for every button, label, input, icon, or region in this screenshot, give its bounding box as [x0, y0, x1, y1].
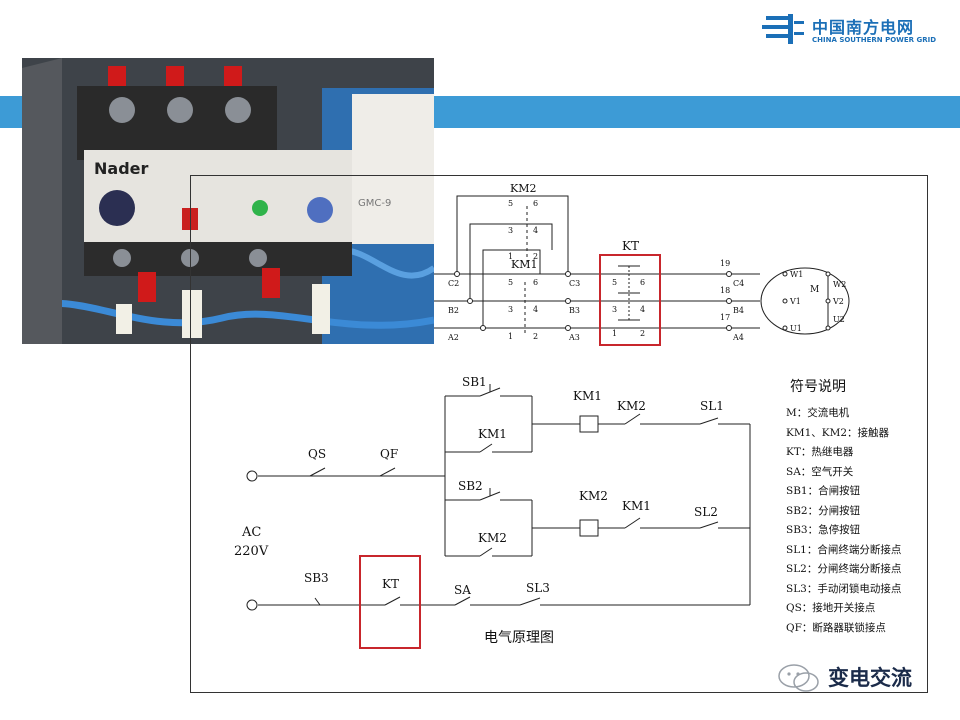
terminal-b3: B3	[569, 306, 580, 315]
legend-item-qf: QF：断路器联锁接点	[786, 621, 886, 634]
terminal-a3: A3	[568, 333, 580, 342]
km2-contact-2: 2	[533, 252, 538, 261]
terminal-a4: A4	[732, 333, 744, 342]
km2-nc-label: KM2	[617, 399, 646, 413]
terminal-c3: C3	[569, 279, 580, 288]
sb3-label: SB3	[304, 571, 329, 585]
legend-item-qs: QS：接地开关接点	[786, 602, 876, 614]
kt-contact-1: 1	[612, 329, 617, 338]
kt-contact-2: 2	[640, 329, 645, 338]
qf-label: QF	[380, 447, 398, 461]
qs-label: QS	[308, 447, 326, 461]
legend-item-km: KM1、KM2：接触器	[786, 426, 890, 439]
kt-contact-3: 3	[612, 305, 617, 314]
km2-contact-4: 4	[533, 226, 538, 235]
watermark-text: 变电交流	[828, 666, 912, 690]
legend-title: 符号说明	[790, 379, 846, 395]
km1-contact-3: 3	[508, 305, 513, 314]
terminal-c4: C4	[733, 279, 744, 288]
legend-item-m: M：交流电机	[786, 407, 850, 419]
kt-contact-5: 5	[612, 278, 617, 287]
km2-contact-3: 3	[508, 226, 513, 235]
terminal-a2: A2	[447, 333, 459, 342]
legend-item-sl1: SL1：合闸终端分断接点	[786, 543, 902, 556]
legend-item-kt: KT：热继电器	[786, 446, 854, 458]
kt-label: KT	[622, 239, 639, 253]
kt-contact-6: 6	[640, 278, 645, 287]
km2-hold-label: KM2	[478, 531, 507, 545]
sa-label: SA	[454, 583, 471, 597]
logo-chinese-text: 中国南方电网	[812, 18, 915, 37]
km1-contact-5: 5	[508, 278, 513, 287]
kt-contact-4: 4	[640, 305, 645, 314]
wechat-icon	[778, 664, 819, 692]
motor-w2: W2	[833, 280, 846, 289]
motor-v2: V2	[832, 297, 844, 306]
kt-highlight-control	[359, 555, 421, 649]
wire-number-19: 19	[720, 259, 730, 268]
kt-highlight-main	[599, 254, 661, 346]
km1-contact-4: 4	[533, 305, 538, 314]
km1-contact-2: 2	[533, 332, 538, 341]
km1-hold-label: KM1	[478, 427, 507, 441]
symbol-legend: 符号说明 M：交流电机 KM1、KM2：接触器 KT：热继电器 SA：空气开关 …	[786, 376, 901, 638]
km2-contact-5: 5	[508, 199, 513, 208]
ac-label: AC	[241, 525, 261, 540]
legend-item-sl3: SL3：手动闭锁电动接点	[786, 582, 902, 595]
motor-v1: V1	[789, 297, 801, 306]
sb1-label: SB1	[462, 375, 487, 389]
motor-u1: U1	[790, 324, 802, 333]
km1-coil-label: KM1	[573, 389, 602, 403]
contactor-model: GMC-9	[358, 198, 391, 209]
km2-contact-1: 1	[508, 252, 513, 261]
logo-english-text: CHINA SOUTHERN POWER GRID	[812, 36, 937, 44]
relay-photo: Nader GMC-9	[22, 58, 434, 344]
sb2-label: SB2	[458, 479, 483, 493]
legend-item-sb2: SB2：分闸按钮	[786, 504, 861, 517]
terminal-c2: C2	[448, 279, 459, 288]
km1-label: KM1	[511, 258, 537, 271]
legend-item-sb3: SB3：急停按钮	[786, 524, 861, 536]
motor-w1: W1	[790, 270, 803, 279]
motor-label: M	[810, 285, 819, 295]
motor-u2: U2	[833, 315, 845, 324]
km1-nc-label: KM1	[622, 499, 651, 513]
sl3-label: SL3	[526, 581, 550, 595]
relay-photo-illustration: Nader GMC-9	[22, 58, 434, 344]
km1-contact-6: 6	[533, 278, 538, 287]
terminal-b4: B4	[733, 306, 744, 315]
diagram-frame	[190, 175, 928, 693]
legend-item-sa: SA：空气开关	[786, 465, 854, 478]
wechat-watermark: 变电交流	[776, 662, 946, 694]
wire-number-18: 18	[720, 286, 730, 295]
schematic-caption: 电气原理图	[484, 630, 554, 646]
csg-logo-icon	[762, 14, 804, 44]
csg-logo: 中国南方电网 CHINA SOUTHERN POWER GRID	[760, 10, 950, 50]
voltage-label: 220V	[234, 544, 269, 559]
km2-contact-6: 6	[533, 199, 538, 208]
sl1-label: SL1	[700, 399, 724, 413]
km2-coil-label: KM2	[579, 489, 608, 503]
legend-item-sl2: SL2：分闸终端分断接点	[786, 563, 902, 575]
km1-contact-1: 1	[508, 332, 513, 341]
km2-label: KM2	[510, 182, 536, 195]
kt-control-label: KT	[382, 577, 399, 591]
legend-item-sb1: SB1：合闸按钮	[786, 485, 861, 497]
sl2-label: SL2	[694, 505, 718, 519]
relay-brand: Nader	[94, 159, 148, 178]
terminal-b2: B2	[448, 306, 459, 315]
wire-number-17: 17	[720, 313, 730, 322]
